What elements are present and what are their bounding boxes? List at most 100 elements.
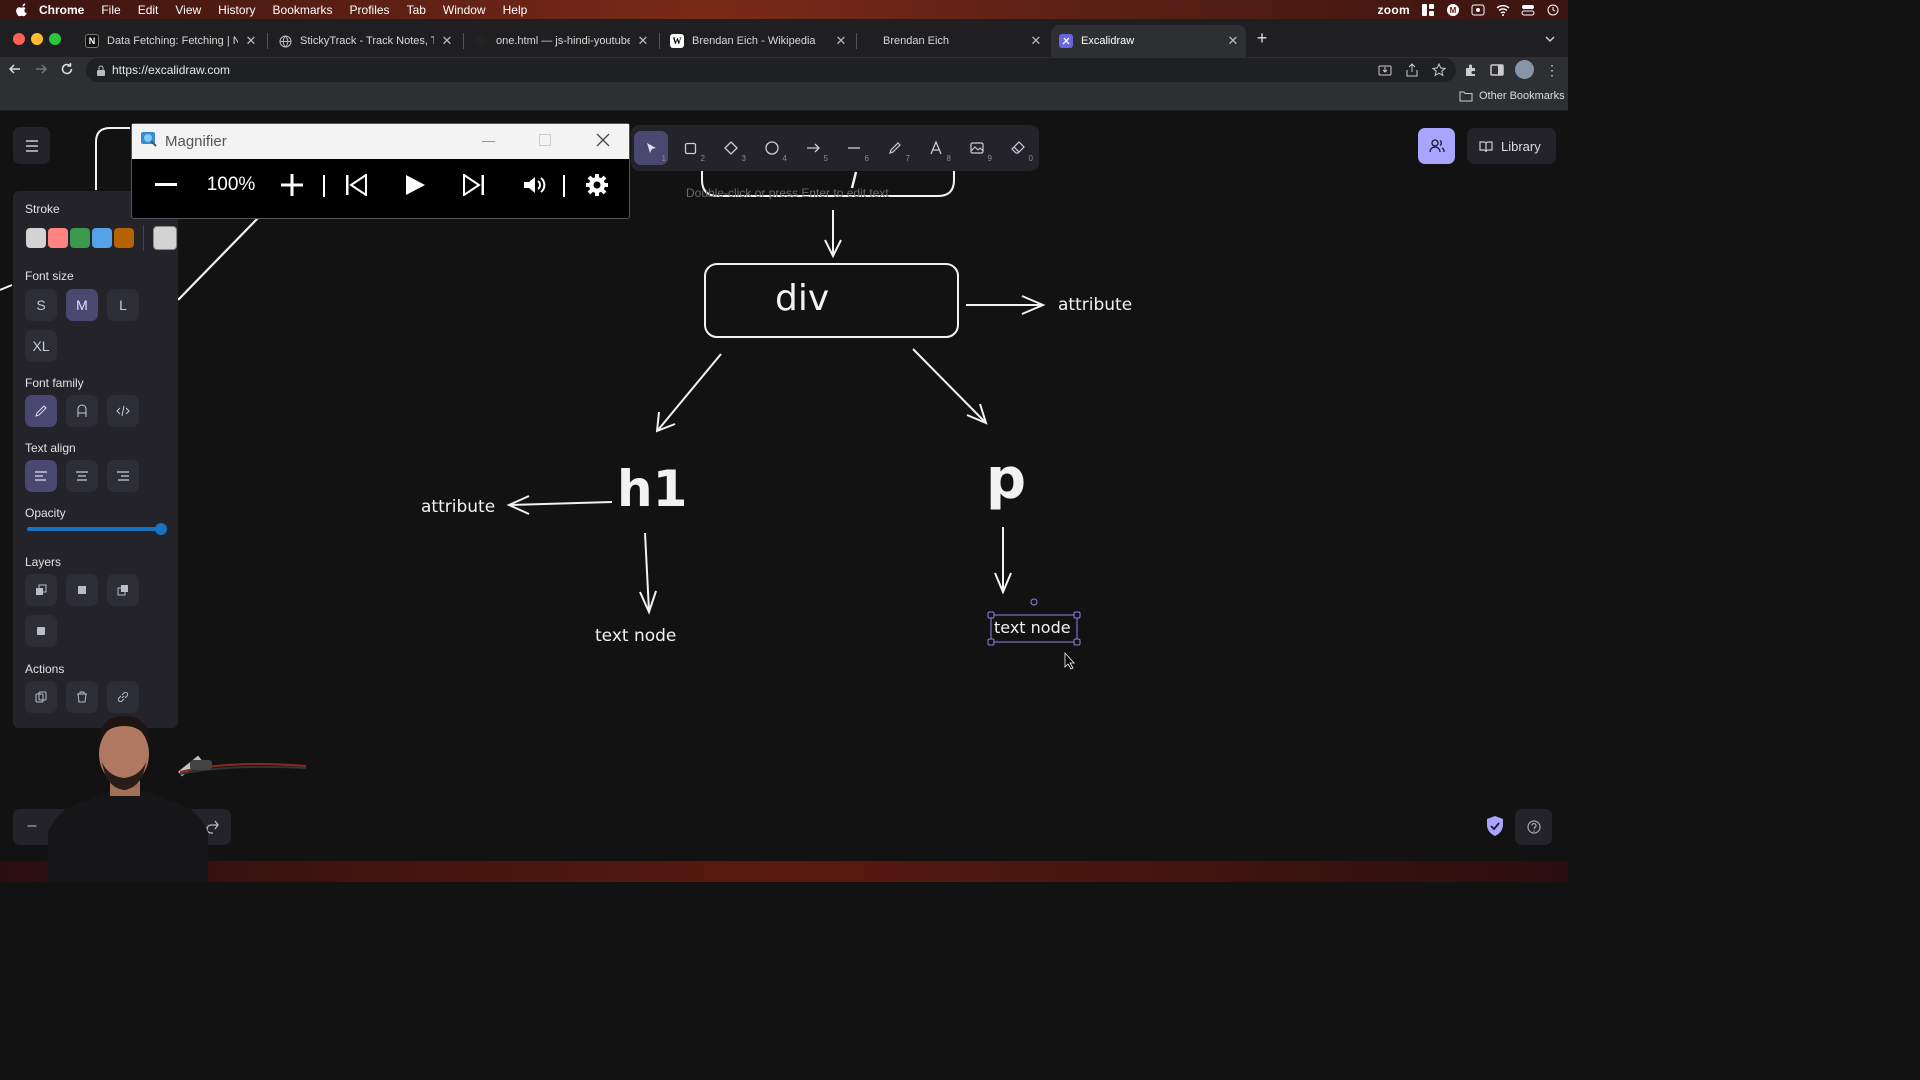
collaborate-button[interactable] [1418,128,1455,164]
font-handdrawn-button[interactable] [25,395,57,427]
tab-brendan-eich[interactable]: Brendan Eich ✕ [859,25,1049,57]
menu-help[interactable]: Help [502,2,528,17]
diamond-tool[interactable]: 3 [714,131,748,165]
stroke-color-swatch[interactable] [92,228,112,248]
div-label[interactable]: div [775,278,830,319]
forward-icon[interactable] [34,62,48,81]
current-stroke-color[interactable] [153,226,177,250]
play-button[interactable] [402,170,428,200]
pencil-tool[interactable]: 7 [878,131,912,165]
font-size-xl[interactable]: XL [25,330,57,362]
line-tool[interactable]: 6 [837,131,871,165]
selection-tool[interactable]: 1 [634,131,668,165]
shield-check-icon[interactable] [1485,815,1505,837]
next-button[interactable] [461,170,487,200]
close-tab-icon[interactable]: ✕ [1030,33,1042,48]
redo-icon[interactable] [206,820,220,834]
menu-edit[interactable]: Edit [137,2,159,17]
minimize-icon[interactable] [482,141,495,142]
send-to-back-button[interactable] [25,574,57,606]
clock-icon[interactable] [1546,4,1560,16]
reload-icon[interactable] [60,62,74,81]
delete-button[interactable] [66,681,98,713]
menu-app-name[interactable]: Chrome [39,2,85,17]
control-center-icon[interactable] [1521,4,1535,16]
text-tool[interactable]: 8 [919,131,953,165]
help-button[interactable] [1515,809,1552,845]
tab-github[interactable]: one.html — js-hindi-youtube [C ✕ [466,25,656,57]
tab-search-chevron-icon[interactable] [1543,32,1557,46]
extensions-icon[interactable] [1464,63,1478,82]
other-bookmarks[interactable]: Other Bookmarks [1459,90,1565,102]
zoom-out-canvas-icon[interactable]: – [27,817,37,834]
screen-record-icon[interactable] [1471,4,1485,16]
close-tab-icon[interactable]: ✕ [245,33,257,48]
tab-stickytrack[interactable]: StickyTrack - Track Notes, Trac ✕ [270,25,460,57]
sidepanel-icon[interactable] [1490,63,1504,82]
zoom-in-button[interactable] [280,170,304,200]
close-tab-icon[interactable]: ✕ [637,33,649,48]
font-size-l[interactable]: L [107,289,139,321]
minimize-window-button[interactable] [31,33,43,45]
duplicate-button[interactable] [25,681,57,713]
ellipse-tool[interactable]: 4 [755,131,789,165]
excalidraw-canvas[interactable] [0,111,1568,861]
close-window-button[interactable] [13,33,25,45]
font-normal-button[interactable] [66,395,98,427]
menu-profiles[interactable]: Profiles [349,2,390,17]
p-label[interactable]: p [986,447,1027,512]
arrow-tool[interactable]: 5 [796,131,830,165]
install-icon[interactable] [1378,63,1392,82]
eraser-tool[interactable]: 0 [1001,131,1035,165]
stroke-color-swatch[interactable] [114,228,134,248]
read-aloud-button[interactable] [521,170,549,200]
magnifier-settings-button[interactable] [583,170,611,200]
apple-icon[interactable] [15,2,29,17]
bring-to-front-button[interactable] [25,615,57,647]
font-size-m[interactable]: M [66,289,98,321]
new-tab-icon[interactable]: + [1256,28,1268,48]
align-right-button[interactable] [107,460,139,492]
close-tab-icon[interactable]: ✕ [1227,33,1239,48]
close-tab-icon[interactable]: ✕ [835,33,847,48]
opacity-slider[interactable] [27,527,165,531]
attribute-label-right[interactable]: attribute [1058,295,1133,315]
tab-wikipedia[interactable]: W Brendan Eich - Wikipedia ✕ [662,25,854,57]
profile-avatar[interactable] [1515,60,1534,79]
previous-button[interactable] [343,170,369,200]
zoom-out-button[interactable] [154,170,178,200]
bring-forward-button[interactable] [107,574,139,606]
align-center-button[interactable] [66,460,98,492]
menu-view[interactable]: View [175,2,202,17]
close-icon[interactable] [596,133,610,147]
kebab-menu-icon[interactable]: ⋮ [1545,62,1559,78]
address-bar[interactable]: https://excalidraw.com [86,58,1456,82]
m-icon[interactable]: M [1446,3,1460,16]
attribute-label-left[interactable]: attribute [421,497,496,517]
share-icon[interactable] [1405,63,1419,82]
maximize-icon[interactable] [539,134,551,146]
font-code-button[interactable] [107,395,139,427]
url-text[interactable]: https://excalidraw.com [112,63,231,77]
menu-tab[interactable]: Tab [406,2,426,17]
library-button[interactable]: Library [1467,128,1556,164]
wifi-icon[interactable] [1496,4,1510,16]
tab-excalidraw[interactable]: Excalidraw ✕ [1051,25,1246,57]
menu-history[interactable]: History [218,2,256,17]
align-left-button[interactable] [25,460,57,492]
stroke-color-swatch[interactable] [48,228,68,248]
zoom-status[interactable]: zoom [1377,2,1410,17]
image-tool[interactable]: 9 [960,131,994,165]
tab-nextjs[interactable]: N Data Fetching: Fetching | Next ✕ [77,25,264,57]
link-button[interactable] [107,681,139,713]
menu-bookmarks[interactable]: Bookmarks [272,2,333,17]
close-tab-icon[interactable]: ✕ [441,33,453,48]
lock-icon[interactable] [96,65,106,76]
text-node-label-left[interactable]: text node [595,626,677,646]
menu-file[interactable]: File [101,2,121,17]
grid-icon[interactable] [1421,3,1435,16]
bookmark-star-icon[interactable] [1431,62,1447,82]
font-size-s[interactable]: S [25,289,57,321]
zoom-window-button[interactable] [49,33,61,45]
send-backward-button[interactable] [66,574,98,606]
